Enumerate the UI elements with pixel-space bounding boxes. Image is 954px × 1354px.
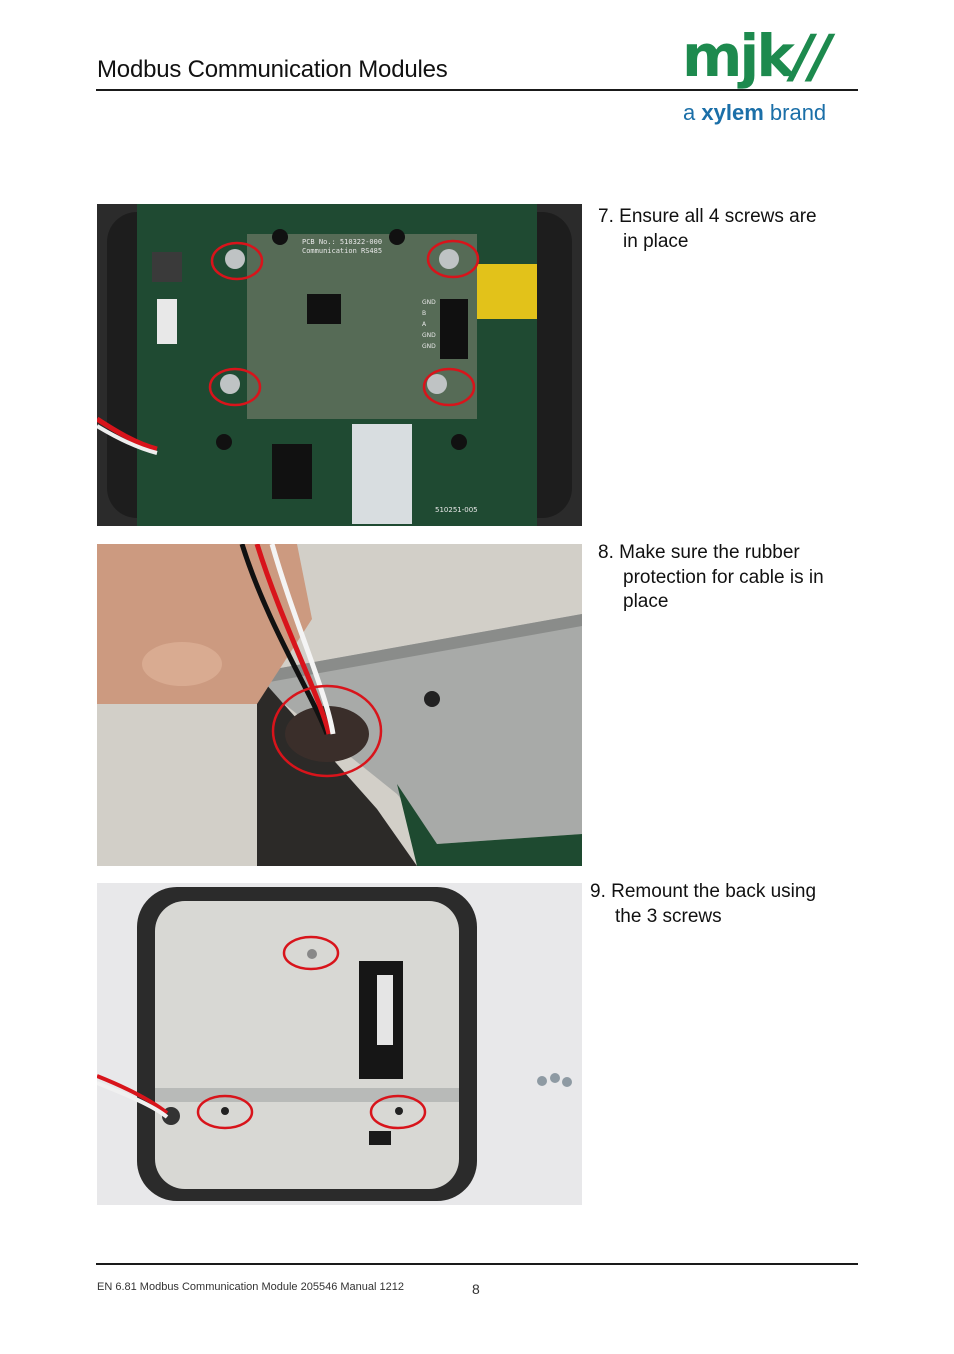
page-number: 8 — [472, 1281, 480, 1297]
board-code: 510251-005 — [435, 506, 478, 514]
logo-tagline: a xylem brand — [683, 100, 827, 125]
footer-divider — [96, 1263, 858, 1265]
pcb-sublabel: Communication RS485 — [302, 247, 382, 255]
terminal-label-2: B — [422, 310, 426, 317]
terminal-label-5: GND — [422, 343, 436, 350]
footer-doc-reference: EN 6.81 Modbus Communication Module 2055… — [97, 1281, 404, 1293]
terminal-label-3: A — [422, 321, 427, 328]
step-9: 9. Remount the back using the 3 screws — [590, 881, 817, 927]
photo-rubber-protection — [97, 544, 582, 866]
pcb-label: PCB No.: 510322-000 — [302, 238, 382, 246]
logo-wordmark: mjk// — [682, 22, 831, 90]
mjk-xylem-logo: mjk// a xylem brand — [680, 22, 860, 130]
terminal-label-1: GND — [422, 299, 436, 306]
step-7: 7. Ensure all 4 screws are in place — [598, 206, 817, 252]
terminal-label-4: GND — [422, 332, 436, 339]
step-8: 8. Make sure the rubber protection for c… — [598, 542, 824, 612]
header-divider — [96, 89, 858, 91]
photo-pcb-screws: PCB No.: 510322-000 Communication RS485 … — [97, 204, 582, 526]
page-title: Modbus Communication Modules — [97, 56, 448, 83]
photo-remount-back — [97, 883, 582, 1205]
